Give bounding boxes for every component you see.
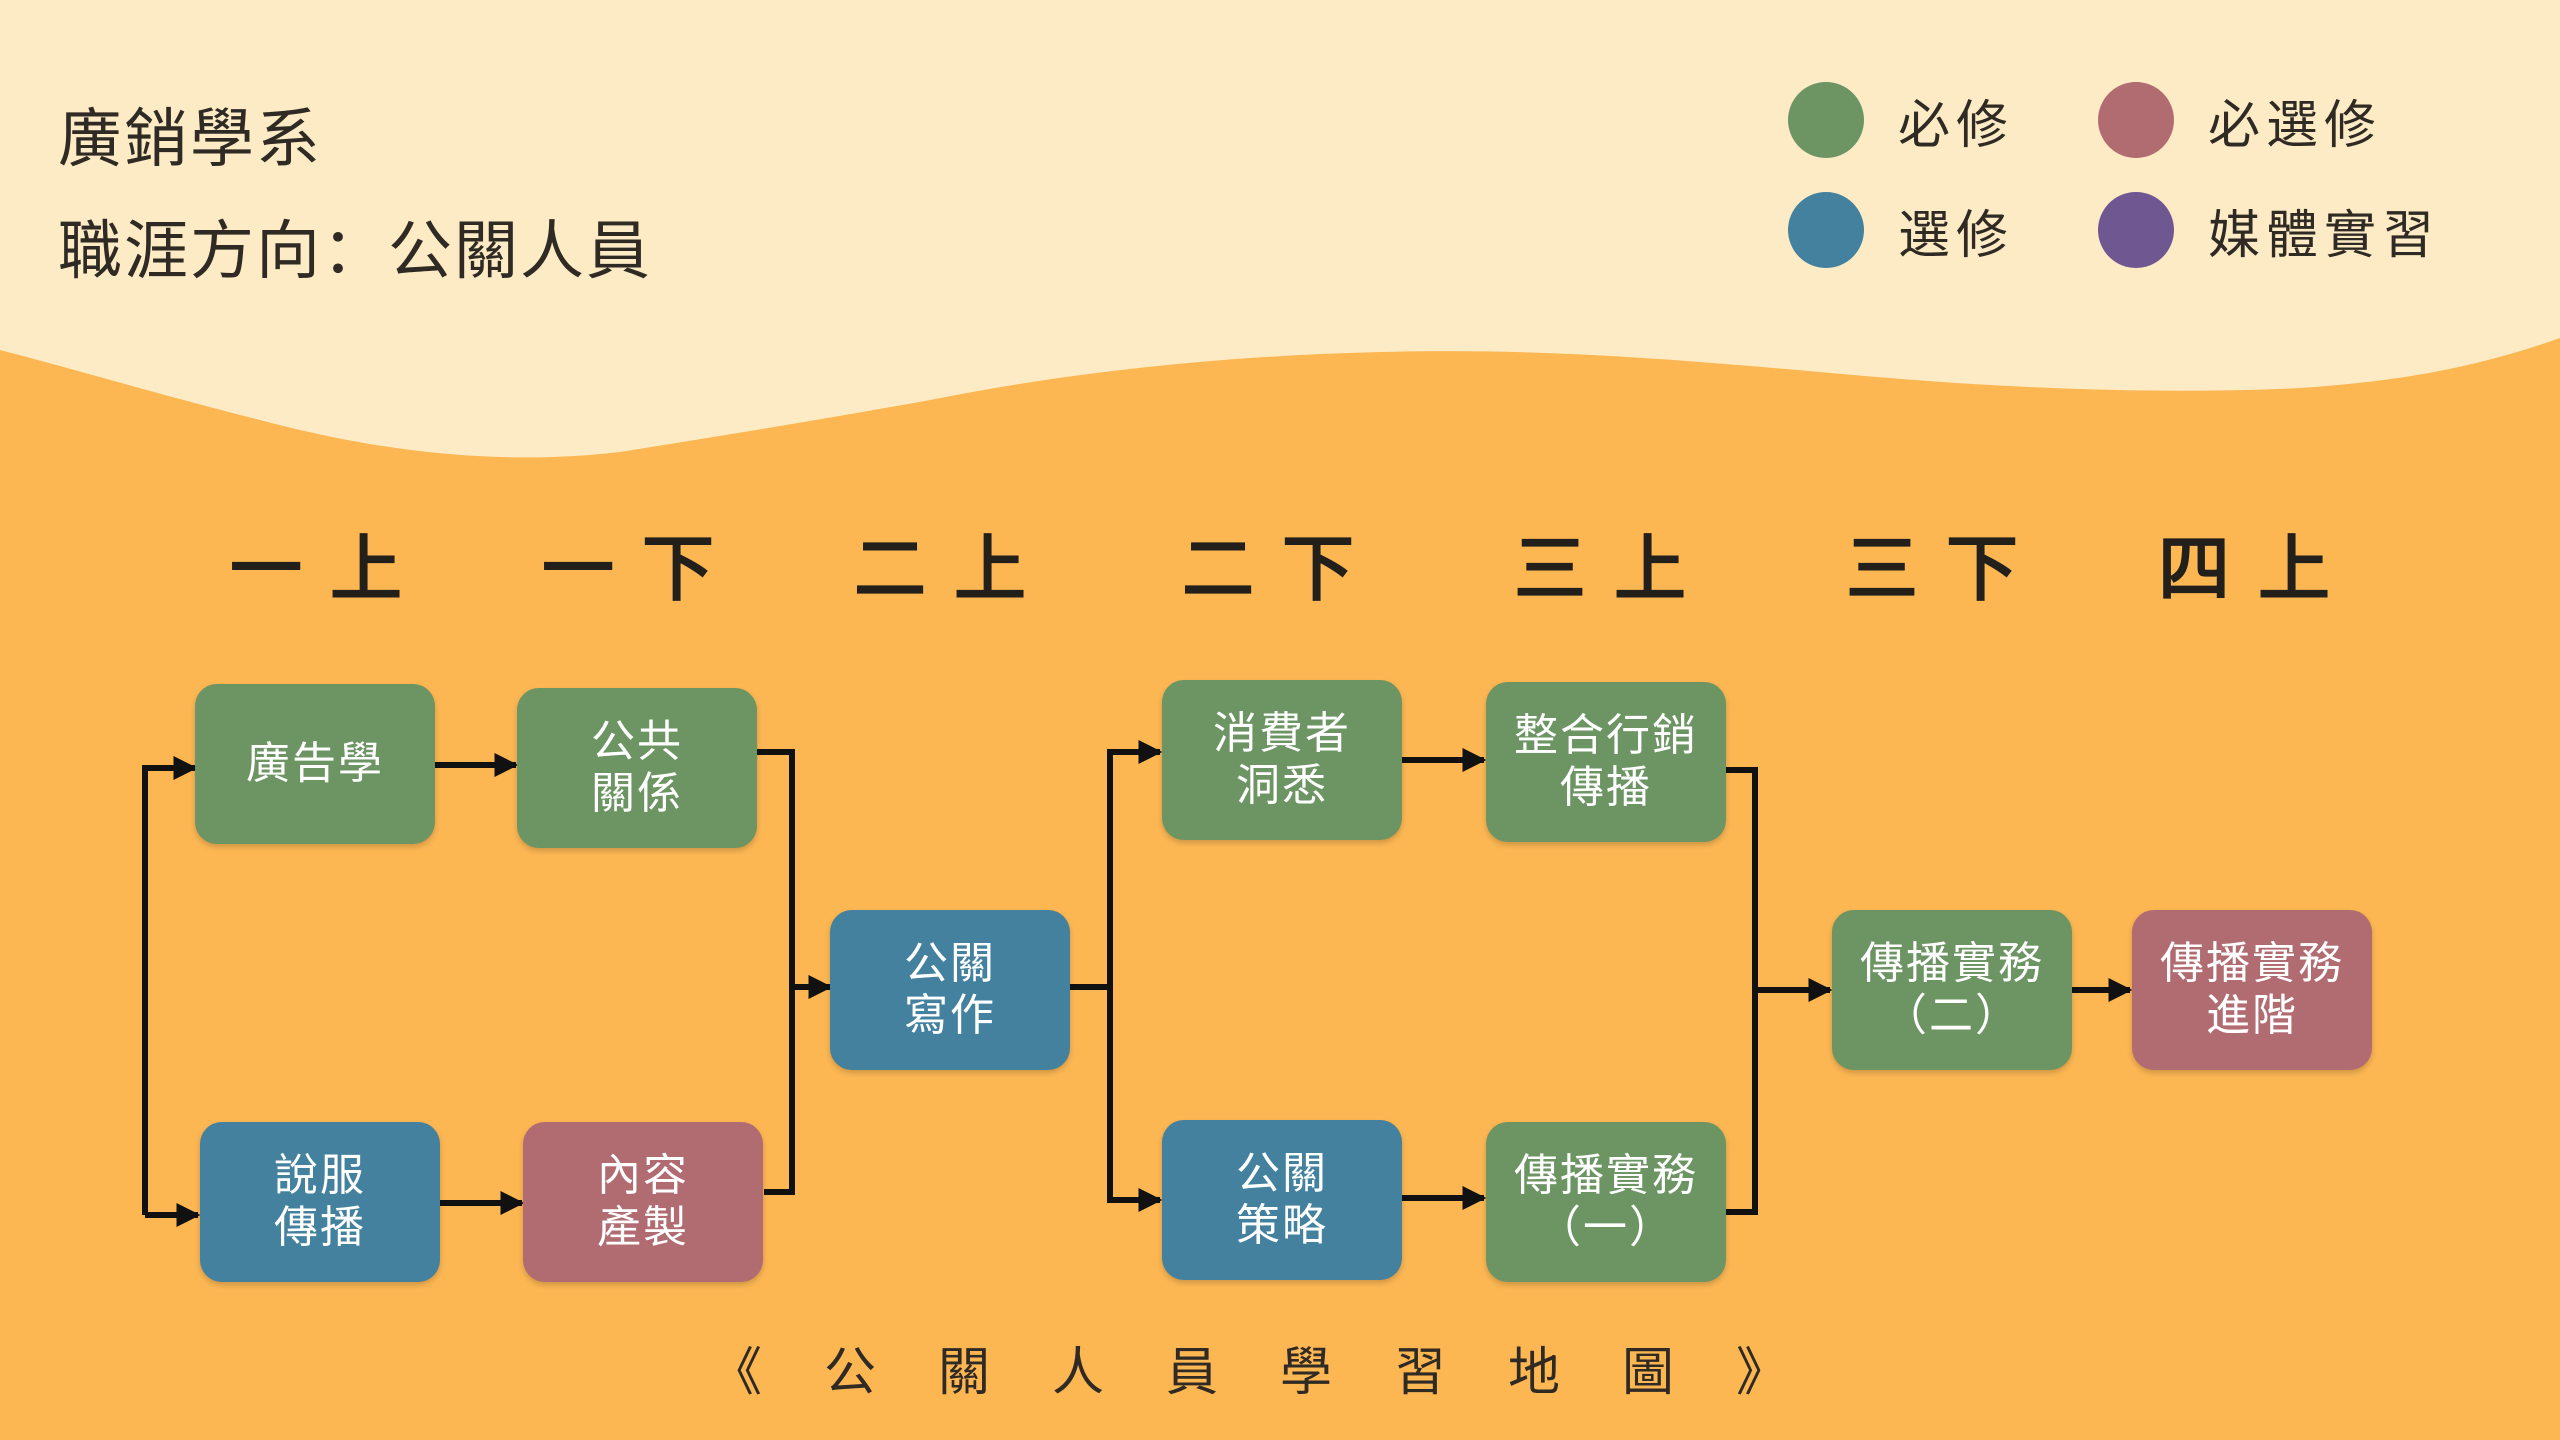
course-content-production-line2: 產製 [597, 1202, 689, 1253]
legend-label-required: 必修 [1898, 95, 2015, 156]
course-advertising-line1: 廣告學 [246, 738, 384, 790]
legend-item-media-internship: 媒體實習 [2098, 190, 2440, 270]
career-direction-title: 職涯方向：公關人員 [58, 215, 652, 289]
course-content-production-line1: 內容 [597, 1150, 689, 1202]
semester-label-3a: 三上 [1513, 527, 1714, 611]
connector-split-to-consumer-insight [1107, 740, 1163, 987]
semester-label-1a: 一上 [229, 527, 430, 611]
course-pr-strategy: 公關 策略 [1162, 1120, 1402, 1280]
legend-item-required-elective: 必選修 [2098, 80, 2382, 160]
connector-imc-to-merge [1726, 767, 1758, 1215]
semester-label-2b: 二下 [1181, 527, 1382, 611]
legend-dot-required-elective [2098, 82, 2174, 158]
course-consumer-insight-line1: 消費者 [1213, 708, 1351, 760]
course-persuasive-communication-line2: 傳播 [274, 1202, 366, 1253]
connector-start-to-advertising [142, 756, 198, 1215]
course-practice-1-line2: （一） [1537, 1202, 1675, 1253]
course-imc: 整合行銷 傳播 [1486, 682, 1726, 842]
course-persuasive-communication: 說服 傳播 [200, 1122, 440, 1282]
course-public-relations: 公共 關係 [517, 688, 757, 848]
course-consumer-insight-line2: 洞悉 [1236, 760, 1328, 811]
course-practice-advanced-line1: 傳播實務 [2160, 938, 2344, 990]
course-practice-2: 傳播實務 （二） [1832, 910, 2072, 1070]
course-practice-advanced-line2: 進階 [2206, 990, 2298, 1041]
connector-public-relations-to-merge [757, 749, 795, 1195]
legend-dot-media-internship [2098, 192, 2174, 268]
semester-label-1b: 一下 [541, 527, 742, 611]
course-imc-line1: 整合行銷 [1514, 710, 1698, 762]
course-pr-writing-line1: 公關 [904, 938, 996, 990]
course-consumer-insight: 消費者 洞悉 [1162, 680, 1402, 840]
course-pr-writing-line2: 寫作 [904, 990, 996, 1041]
course-advertising: 廣告學 [195, 684, 435, 844]
course-persuasive-communication-line1: 說服 [274, 1150, 366, 1202]
connector-split-to-pr-strategy [1107, 987, 1163, 1212]
course-pr-writing: 公關 寫作 [830, 910, 1070, 1070]
course-pr-strategy-line2: 策略 [1236, 1200, 1328, 1251]
course-practice-1-line1: 傳播實務 [1514, 1150, 1698, 1202]
legend-label-media-internship: 媒體實習 [2208, 205, 2441, 266]
footer-caption: 《公關人員學習地圖》 [709, 1343, 1850, 1403]
course-pr-strategy-line1: 公關 [1236, 1148, 1328, 1200]
course-imc-line2: 傳播 [1560, 762, 1652, 813]
course-practice-1: 傳播實務 （一） [1486, 1122, 1726, 1282]
course-public-relations-line2: 關係 [591, 768, 683, 819]
legend-dot-elective [1788, 192, 1864, 268]
semester-label-4a: 四上 [2157, 527, 2358, 611]
legend-label-elective: 選修 [1898, 205, 2015, 266]
semester-label-2a: 二上 [853, 527, 1054, 611]
course-practice-2-line1: 傳播實務 [1860, 938, 2044, 990]
legend-label-required-elective: 必選修 [2208, 95, 2383, 156]
legend-dot-required [1788, 82, 1864, 158]
course-public-relations-line1: 公共 [591, 716, 683, 768]
course-content-production: 內容 產製 [523, 1122, 763, 1282]
course-practice-2-line2: （二） [1883, 990, 2021, 1041]
department-title: 廣銷學系 [58, 103, 322, 177]
course-practice-advanced: 傳播實務 進階 [2132, 910, 2372, 1070]
legend-item-elective: 選修 [1788, 190, 2014, 270]
semester-label-3b: 三下 [1845, 527, 2046, 611]
legend-item-required: 必修 [1788, 80, 2014, 160]
